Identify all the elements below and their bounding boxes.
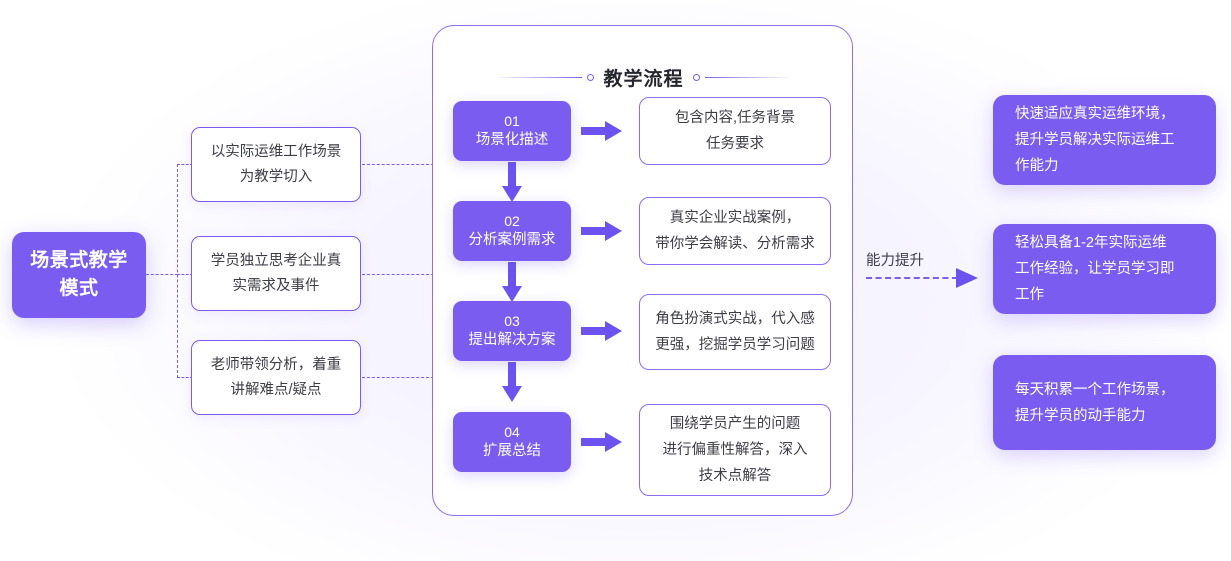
left-card-0-text: 以实际运维工作场景 为教学切入 (211, 140, 342, 190)
left-card-2-text: 老师带领分析，着重 讲解难点/疑点 (211, 353, 342, 403)
main-title-line-1: 场景式教学 (30, 250, 128, 271)
desc-box-3: 围绕学员产生的问题 进行偏重性解答，深入 技术点解答 (639, 404, 831, 496)
link-left-card-2 (362, 377, 434, 378)
left-card-2: 老师带领分析，着重 讲解难点/疑点 (191, 340, 361, 415)
panel-heading: 教学流程 (433, 64, 854, 91)
arrow-down-icon-2 (502, 362, 522, 402)
step-box-1[interactable]: 02 分析案例需求 (453, 201, 571, 261)
left-card-1-line-2: 实需求及事件 (232, 277, 320, 294)
desc-box-2: 角色扮演式实战，代入感 更强，挖掘学员学习问题 (639, 294, 831, 370)
step-box-0-label: 场景化描述 (475, 131, 549, 148)
bracket-branch-0 (177, 164, 193, 165)
right-card-2: 每天积累一个工作场景， 提升学员的动手能力 (993, 355, 1216, 450)
arrow-right-icon-2 (581, 321, 623, 341)
heading-ornament-right (692, 74, 789, 81)
desc-box-0-line-1: 包含内容,任务背景 (674, 110, 796, 126)
step-box-0-number: 01 (504, 112, 520, 129)
desc-box-3-line-2: 进行偏重性解答，深入 (662, 442, 808, 458)
desc-box-1-text: 真实企业实战案例， 带你学会解读、分析需求 (655, 205, 815, 257)
bracket-branch-2 (177, 377, 193, 378)
circle-ring-icon-right (692, 74, 700, 81)
desc-box-1-line-1: 真实企业实战案例， (669, 210, 801, 226)
step-row-3: 04 扩展总结 (433, 412, 854, 472)
arrow-down-icon-0 (502, 162, 522, 202)
right-card-0-line-3: 作能力 (1015, 158, 1059, 174)
left-card-0: 以实际运维工作场景 为教学切入 (191, 127, 361, 202)
panel-heading-text: 教学流程 (603, 69, 684, 90)
right-card-1-line-3: 工作 (1015, 287, 1044, 303)
ability-label: 能力提升 (866, 253, 924, 269)
desc-box-3-line-1: 围绕学员产生的问题 (669, 416, 801, 432)
desc-box-0: 包含内容,任务背景 任务要求 (639, 97, 831, 165)
right-card-1-line-2: 工作经验，让学员学习即 (1015, 261, 1175, 277)
left-card-1-line-1: 学员独立思考企业真 (210, 252, 342, 269)
right-card-2-text: 每天积累一个工作场景， 提升学员的动手能力 (1015, 377, 1175, 429)
bracket-stub (146, 274, 178, 275)
desc-box-2-line-2: 更强，挖掘学员学习问题 (655, 337, 815, 353)
left-card-1-text: 学员独立思考企业真 实需求及事件 (211, 249, 342, 299)
right-card-0-line-2: 提升学员解决实际运维工 (1015, 132, 1175, 148)
step-box-2-label: 提出解决方案 (468, 331, 556, 348)
circle-ring-icon-left (587, 74, 595, 81)
step-box-2[interactable]: 03 提出解决方案 (453, 301, 571, 361)
left-card-2-line-1: 老师带领分析，着重 (210, 356, 342, 373)
ornament-line-right (704, 76, 789, 79)
desc-box-1: 真实企业实战案例， 带你学会解读、分析需求 (639, 197, 831, 265)
step-row-2: 03 提出解决方案 (433, 301, 854, 361)
ornament-line-left (498, 76, 583, 79)
desc-box-1-line-2: 带你学会解读、分析需求 (655, 236, 815, 252)
bracket-branch-1 (177, 274, 193, 275)
center-panel: 教学流程 01 场景化描述 包含内容,任务背景 任务要求 (432, 25, 853, 516)
step-box-2-number: 03 (504, 312, 520, 329)
main-title-text: 场景式教学 模式 (30, 247, 128, 303)
left-card-0-line-1: 以实际运维工作场景 (210, 143, 342, 160)
link-left-card-0 (362, 164, 434, 165)
step-box-3-label: 扩展总结 (483, 442, 541, 459)
right-card-0-text: 快速适应真实运维环境， 提升学员解决实际运维工 作能力 (1015, 101, 1175, 179)
step-box-1-number: 02 (504, 212, 520, 229)
right-card-1-line-1: 轻松具备1-2年实际运维 (1015, 235, 1167, 251)
right-card-1: 轻松具备1-2年实际运维 工作经验，让学员学习即 工作 (993, 224, 1216, 314)
desc-box-3-text: 围绕学员产生的问题 进行偏重性解答，深入 技术点解答 (663, 411, 808, 489)
left-card-2-line-2: 讲解难点/疑点 (230, 381, 322, 398)
step-box-3-number: 04 (504, 423, 520, 440)
desc-box-0-line-2: 任务要求 (706, 136, 764, 152)
step-box-1-label: 分析案例需求 (468, 231, 556, 248)
arrow-right-icon-1 (581, 221, 623, 241)
arrow-right-icon-3 (581, 432, 623, 452)
desc-box-2-text: 角色扮演式实战，代入感 更强，挖掘学员学习问题 (655, 306, 815, 358)
right-card-1-text: 轻松具备1-2年实际运维 工作经验，让学员学习即 工作 (1015, 230, 1175, 308)
step-row-1: 02 分析案例需求 (433, 201, 854, 261)
main-title-box: 场景式教学 模式 (12, 232, 146, 318)
step-row-0: 01 场景化描述 (433, 101, 854, 161)
arrow-down-icon-1 (502, 262, 522, 302)
right-card-0-line-1: 快速适应真实运维环境， (1015, 106, 1175, 122)
desc-box-3-line-3: 技术点解答 (698, 468, 772, 484)
dashed-arrow-right-icon (866, 268, 979, 288)
desc-box-0-text: 包含内容,任务背景 任务要求 (675, 105, 795, 157)
link-left-card-1 (362, 274, 434, 275)
heading-ornament-left (498, 74, 595, 81)
step-box-3[interactable]: 04 扩展总结 (453, 412, 571, 472)
right-card-2-line-1: 每天积累一个工作场景， (1015, 381, 1175, 398)
bracket-spine (177, 164, 178, 378)
right-card-2-line-2: 提升学员的动手能力 (1015, 407, 1146, 424)
desc-box-2-line-1: 角色扮演式实战，代入感 (655, 311, 815, 327)
main-title-line-2: 模式 (59, 278, 99, 299)
right-card-0: 快速适应真实运维环境， 提升学员解决实际运维工 作能力 (993, 95, 1216, 185)
left-card-0-line-2: 为教学切入 (239, 168, 313, 185)
left-card-1: 学员独立思考企业真 实需求及事件 (191, 236, 361, 311)
arrow-right-icon-0 (581, 121, 623, 141)
step-box-0[interactable]: 01 场景化描述 (453, 101, 571, 161)
